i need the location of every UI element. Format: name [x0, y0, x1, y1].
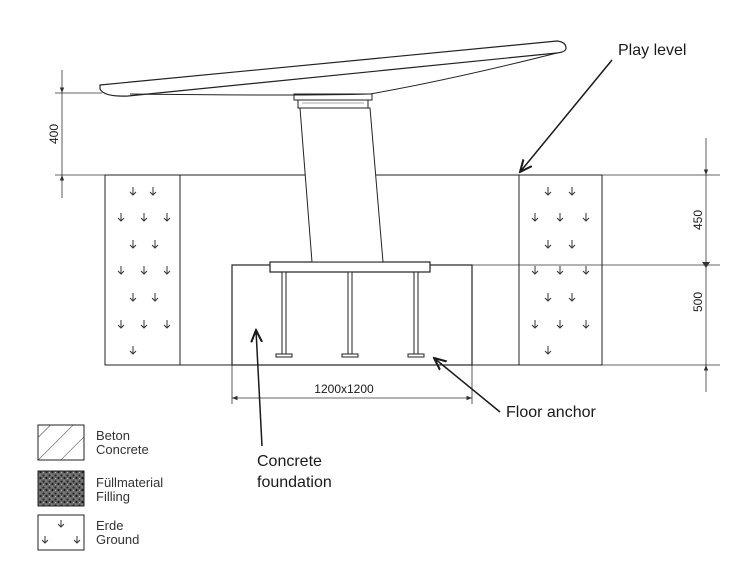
dimension-label-400: 400 — [47, 124, 61, 144]
ground-symbols — [117, 187, 590, 355]
callout-floor-anchor: Floor anchor — [434, 358, 596, 421]
floor-anchors — [269, 261, 431, 358]
callout-concrete-foundation: Concrete foundation — [256, 330, 332, 491]
dimension-filling-depth: 450 — [691, 138, 709, 265]
dimension-label-450: 450 — [691, 210, 705, 230]
reference-lines — [55, 92, 720, 404]
dimension-height-above-ground: 400 — [47, 70, 65, 198]
dimension-foundation-depth: 500 — [691, 262, 710, 392]
support-post — [299, 107, 384, 263]
legend-label-ground: Ground — [96, 532, 139, 547]
dimension-label-1200x1200: 1200x1200 — [314, 382, 374, 396]
callout-label-concrete: Concrete — [257, 453, 322, 470]
legend: Beton Concrete Füllmaterial Filling Erde… — [37, 424, 163, 551]
callout-label-play-level: Play level — [618, 42, 686, 59]
legend-label-fuellmaterial: Füllmaterial — [96, 475, 163, 490]
legend-label-filling: Filling — [96, 489, 130, 504]
legend-item-filling: Füllmaterial Filling — [37, 470, 163, 507]
callout-label-floor-anchor: Floor anchor — [506, 404, 596, 421]
legend-label-beton: Beton — [96, 428, 130, 443]
ground-left — [104, 174, 181, 366]
legend-label-erde: Erde — [96, 518, 123, 533]
legend-item-ground: Erde Ground — [37, 514, 139, 551]
play-disc — [99, 40, 567, 109]
dimension-foundation-size: 1200x1200 — [232, 382, 472, 401]
callout-label-foundation: foundation — [257, 474, 332, 491]
legend-label-concrete: Concrete — [96, 442, 149, 457]
legend-item-concrete: Beton Concrete — [37, 424, 149, 461]
ground-arrow-icon — [41, 520, 81, 544]
callout-play-level: Play level — [520, 42, 686, 172]
dimension-label-500: 500 — [691, 292, 705, 312]
